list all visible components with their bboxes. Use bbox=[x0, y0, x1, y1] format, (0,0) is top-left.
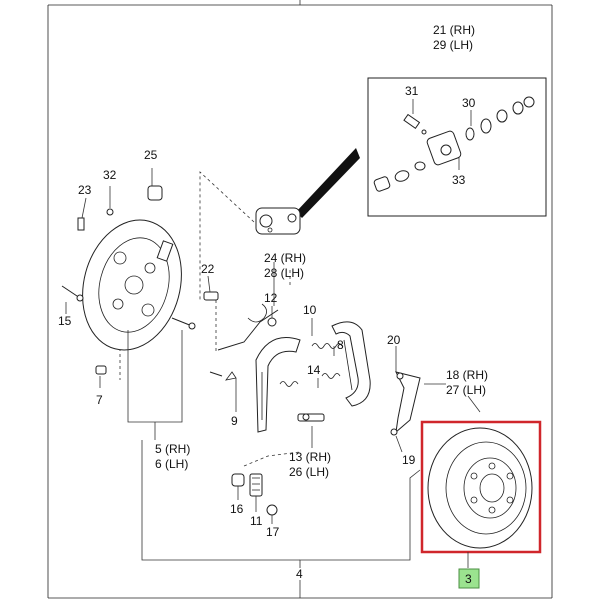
brake-shoe-parts bbox=[255, 321, 421, 436]
callout-16[interactable]: 16 bbox=[230, 502, 244, 516]
callout-10[interactable]: 10 bbox=[303, 303, 317, 317]
callout-31[interactable]: 31 bbox=[405, 84, 419, 98]
callout-12[interactable]: 12 bbox=[264, 291, 278, 305]
callout-6-lh[interactable]: 6 (LH) bbox=[155, 457, 188, 471]
callout-20[interactable]: 20 bbox=[387, 333, 401, 347]
leader-lines-middle bbox=[235, 318, 446, 453]
callout-28-lh[interactable]: 28 (LH) bbox=[264, 266, 304, 280]
small-parts-left bbox=[61, 185, 223, 377]
callout-17[interactable]: 17 bbox=[266, 525, 280, 539]
callout-18-rh[interactable]: 18 (RH) bbox=[446, 368, 488, 382]
callout-labels: 21 (RH) 29 (LH) 31 30 33 25 23 32 22 15 … bbox=[58, 23, 488, 586]
callout-27-lh[interactable]: 27 (LH) bbox=[446, 383, 486, 397]
callout-14[interactable]: 14 bbox=[307, 363, 321, 377]
callout-33[interactable]: 33 bbox=[452, 173, 466, 187]
leader-lines-left bbox=[65, 168, 211, 440]
part-3-badge[interactable] bbox=[458, 568, 480, 589]
brake-drum-part bbox=[427, 427, 533, 549]
callout-30[interactable]: 30 bbox=[462, 96, 476, 110]
callout-32[interactable]: 32 bbox=[103, 168, 117, 182]
callout-15[interactable]: 15 bbox=[58, 314, 72, 328]
callout-11[interactable]: 11 bbox=[250, 514, 263, 528]
callout-8[interactable]: 8 bbox=[337, 338, 344, 352]
wheel-cylinder-detail-box bbox=[367, 77, 547, 217]
callout-7[interactable]: 7 bbox=[96, 393, 103, 407]
callout-23[interactable]: 23 bbox=[78, 183, 92, 197]
callout-9[interactable]: 9 bbox=[231, 414, 238, 428]
callout-4[interactable]: 4 bbox=[296, 567, 303, 581]
leader-lines-bottom bbox=[141, 395, 481, 598]
callout-22[interactable]: 22 bbox=[201, 262, 215, 276]
adjuster-parts bbox=[217, 262, 279, 381]
callout-29-lh[interactable]: 29 (LH) bbox=[433, 38, 473, 52]
retainer-parts bbox=[231, 451, 301, 524]
callout-5-rh[interactable]: 5 (RH) bbox=[155, 442, 190, 456]
callout-25[interactable]: 25 bbox=[144, 148, 158, 162]
callout-19[interactable]: 19 bbox=[402, 453, 416, 467]
wheel-cylinder-part bbox=[255, 207, 301, 235]
callout-26-lh[interactable]: 26 (LH) bbox=[289, 465, 329, 479]
cylinder-kit-parts bbox=[373, 96, 535, 192]
callout-13-rh[interactable]: 13 (RH) bbox=[289, 450, 331, 464]
backing-plate-part bbox=[82, 219, 182, 351]
outer-frame bbox=[47, 0, 553, 599]
callout-21-rh[interactable]: 21 (RH) bbox=[433, 23, 475, 37]
highlight-box bbox=[420, 420, 542, 554]
callout-24-rh[interactable]: 24 (RH) bbox=[264, 251, 306, 265]
detail-pointer bbox=[296, 148, 360, 218]
bleeder-screw-part bbox=[403, 113, 427, 135]
callout-3[interactable]: 3 bbox=[465, 572, 472, 586]
